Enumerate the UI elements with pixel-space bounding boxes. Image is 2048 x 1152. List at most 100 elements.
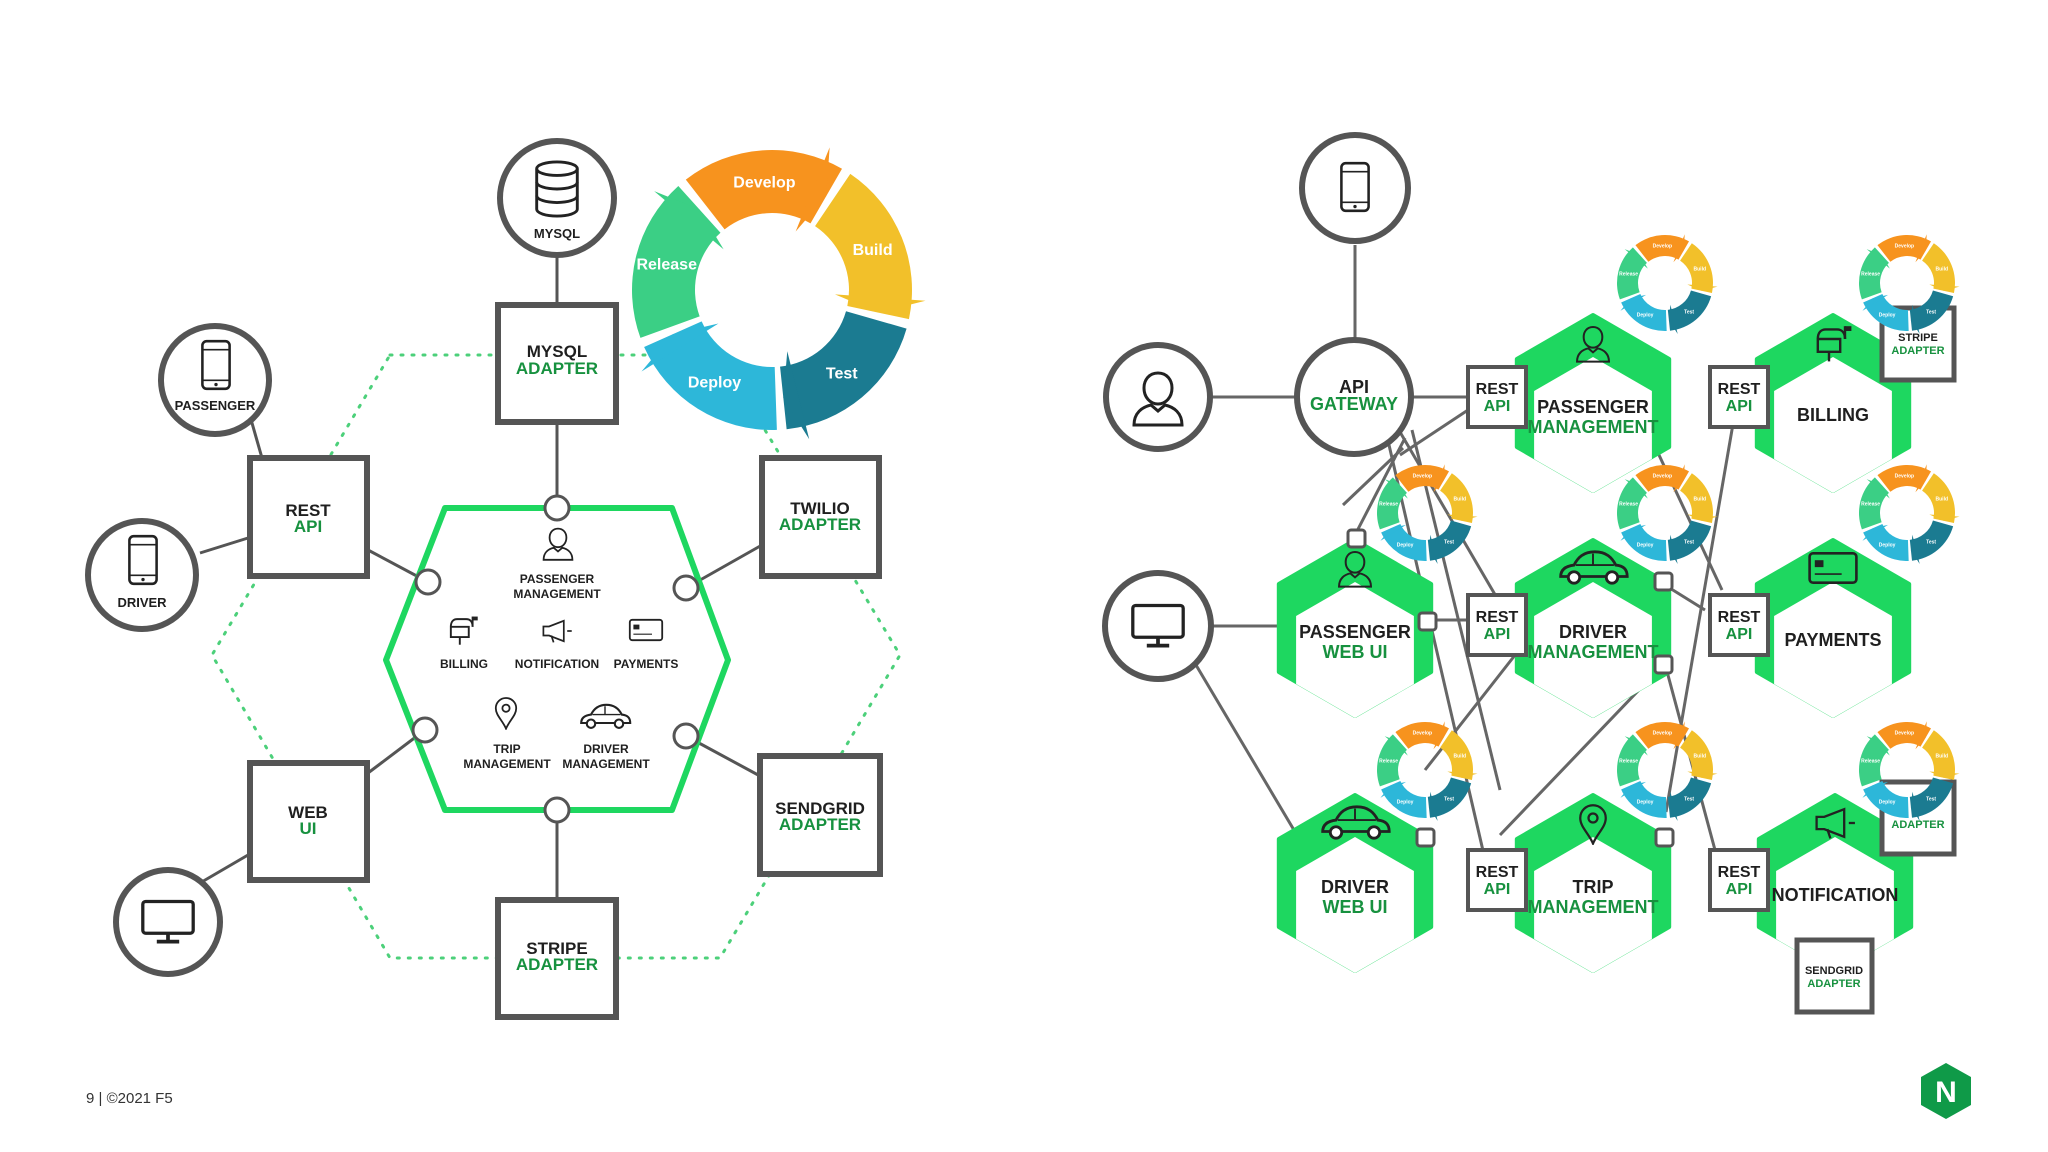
- mini-devops-cycle-segment-test: [1667, 777, 1712, 818]
- passenger-web-ui-sublabel: WEB UI: [1323, 642, 1388, 662]
- mini-devops-cycle-label-release: Release: [1619, 759, 1638, 765]
- core-notification-label: NOTIFICATION: [515, 657, 599, 671]
- web-ui-line1: WEB: [288, 803, 328, 822]
- mini-devops-cycle-label-release: Release: [1379, 502, 1398, 508]
- mini-devops-cycle-segment-develop: [1635, 465, 1689, 492]
- rest-api-box: REST API: [247, 455, 370, 579]
- devops-cycle-arrowhead: [641, 323, 719, 372]
- mini-devops-cycle-segment-test: [1909, 777, 1954, 818]
- sendgrid-adapter-right-line2: ADAPTER: [1807, 978, 1860, 990]
- twilio-adapter-line2: ADAPTER: [779, 515, 861, 534]
- trip-management-label: TRIP: [1572, 877, 1613, 897]
- mini-devops-cycle-arrowhead: [1687, 771, 1718, 778]
- rest-api-right-line1: REST: [1718, 864, 1761, 881]
- mini-devops-cycle-segment-develop: [1635, 235, 1689, 262]
- sendgrid-adapter-box-right: SENDGRID ADAPTER: [1794, 937, 1875, 1015]
- mini-devops-cycle-segment-build: [1680, 730, 1713, 780]
- twilio-adapter-line1: TWILIO: [790, 499, 849, 518]
- monolith-diagram: MYSQL PASSENGER DRIVER MYSQL ADAPTER RES…: [85, 138, 926, 1020]
- trip-management-hexagon-body: [1534, 837, 1652, 973]
- passenger-client-circle: PASSENGER: [158, 323, 272, 437]
- mini-devops-cycle-label-develop: Develop: [1895, 243, 1914, 249]
- mini-devops-cycle-segment-build: [1440, 473, 1473, 523]
- mini-devops-cycle-label-build: Build: [1936, 497, 1949, 503]
- mini-devops-cycle-arrowhead: [1624, 736, 1648, 756]
- payments-label: PAYMENTS: [1784, 630, 1881, 650]
- core-driver-line1: DRIVER: [583, 742, 629, 756]
- devops-cycle-arrowhead: [834, 294, 926, 313]
- mysql-db-circle: MYSQL: [497, 138, 617, 258]
- devops-cycle-label-build: Build: [853, 242, 893, 259]
- mini-devops-cycle-label-test: Test: [1926, 539, 1936, 545]
- rest-api-right-line2: API: [1484, 881, 1511, 898]
- mini-devops-cycle-arrowhead: [1624, 479, 1648, 499]
- core-notification: NOTIFICATION: [515, 619, 599, 671]
- mini-devops-cycle-segment-test: [1667, 520, 1712, 561]
- mini-devops-cycle-label-build: Build: [1936, 267, 1949, 273]
- mini-devops-cycle-arrowhead: [1929, 771, 1960, 778]
- mini-devops-cycle-arrowhead: [1447, 514, 1478, 521]
- devops-cycle-arrowhead: [795, 147, 830, 232]
- port-circles: [411, 494, 700, 824]
- mini-devops-cycle-arrowhead: [1910, 791, 1920, 822]
- mini-devops-cycle-label-deploy: Deploy: [1637, 800, 1654, 806]
- passenger-web-ui-hexagon-body: [1296, 582, 1414, 718]
- passenger-management-sublabel: MANAGEMENT: [1528, 417, 1659, 437]
- sendgrid-adapter-line2: ADAPTER: [779, 815, 861, 834]
- rest-api-line2: API: [294, 517, 322, 536]
- mini-devops-cycle-arrowhead: [1866, 736, 1890, 756]
- mini-devops-cycle-label-build: Build: [1454, 754, 1467, 760]
- billing-hexagon-body: [1774, 357, 1892, 493]
- devops-cycle-segment-test: [780, 311, 907, 430]
- stripe-adapter-line2: ADAPTER: [516, 955, 598, 974]
- mini-devops-cycle-label-deploy: Deploy: [1397, 800, 1414, 806]
- api-gateway-circle: API GATEWAY: [1294, 337, 1414, 457]
- mini-devops-cycle-label-deploy: Deploy: [1397, 543, 1414, 549]
- mini-devops-cycle-arrowhead: [1915, 464, 1927, 493]
- mini-devops-cycle-label-build: Build: [1694, 754, 1707, 760]
- mini-devops-cycle-label-deploy: Deploy: [1879, 543, 1896, 549]
- driver-web-ui-label: DRIVER: [1321, 877, 1389, 897]
- desktop-client-circle: [113, 867, 223, 977]
- driver-circle-label: DRIVER: [117, 595, 167, 610]
- mini-devops-cycle-label-test: Test: [1926, 309, 1936, 315]
- passenger-management-hexagon-body: [1534, 357, 1652, 493]
- api-gateway-line1: API: [1339, 377, 1369, 397]
- mini-devops-cycle-arrowhead: [1624, 249, 1648, 269]
- mini-devops-cycle-arrowhead: [1428, 534, 1438, 565]
- api-gateway-line2: GATEWAY: [1310, 394, 1398, 414]
- mini-devops-cycle-arrowhead: [1380, 524, 1407, 541]
- footer-separator: |: [98, 1090, 103, 1107]
- rest-api-right-line2: API: [1726, 398, 1753, 415]
- passenger-circle-label: PASSENGER: [175, 398, 256, 413]
- core-payments: PAYMENTS: [614, 618, 678, 671]
- mini-devops-cycle-label-develop: Develop: [1895, 730, 1914, 736]
- core-billing-label: BILLING: [440, 657, 488, 671]
- payments-hexagon-body: [1774, 582, 1892, 718]
- mini-devops-cycle-arrowhead: [1447, 771, 1478, 778]
- core-hexagon: [383, 505, 731, 813]
- mini-devops-cycle-arrowhead: [1687, 514, 1718, 521]
- mini-devops-cycle-segment-build: [1922, 243, 1955, 293]
- page-number: 9: [86, 1090, 95, 1107]
- core-passenger-line1: PASSENGER: [520, 572, 595, 586]
- mini-devops-cycle-label-test: Test: [1444, 796, 1454, 802]
- passenger-web-ui-label: PASSENGER: [1299, 622, 1411, 642]
- mini-devops-cycle-label-test: Test: [1684, 539, 1694, 545]
- mini-devops-cycle-arrowhead: [1433, 721, 1445, 750]
- mini-devops-cycle-label-test: Test: [1926, 796, 1936, 802]
- devops-cycle-segment-build: [815, 173, 912, 320]
- mini-devops-cycle-label-release: Release: [1861, 502, 1880, 508]
